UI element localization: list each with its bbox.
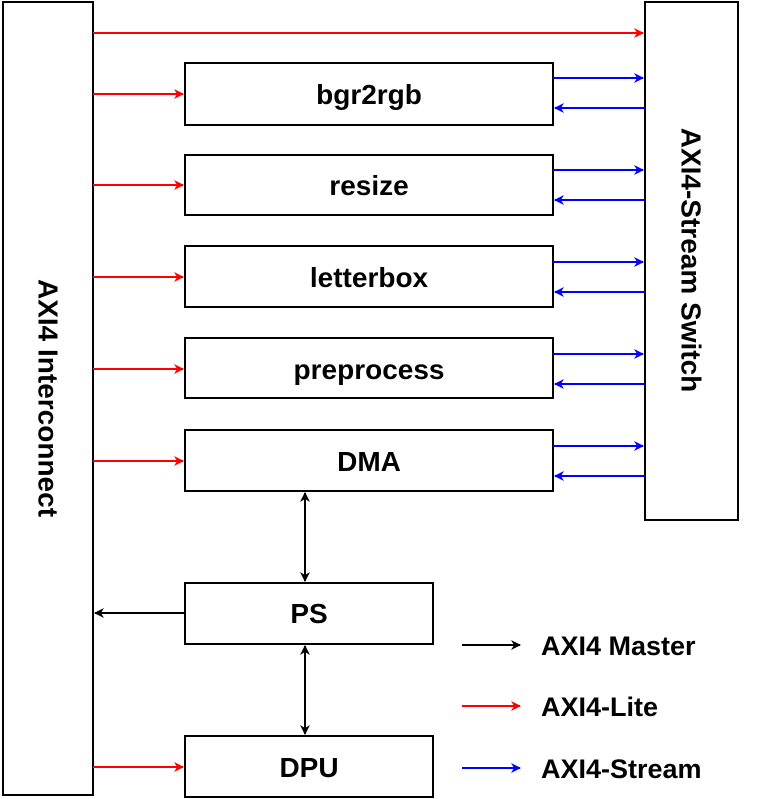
dpu-label: DPU xyxy=(279,752,338,783)
bgr2rgb-label: bgr2rgb xyxy=(316,79,422,110)
letterbox-box xyxy=(184,245,554,308)
legend-stream-label: AXI4-Stream xyxy=(541,754,702,784)
dpu-box xyxy=(184,735,434,798)
legend-lite-label: AXI4-Lite xyxy=(541,692,658,722)
bgr2rgb-box xyxy=(184,62,554,126)
axi4-master-arrows xyxy=(94,492,521,735)
axi4-lite-arrows xyxy=(93,28,644,772)
axi4-stream-arrows xyxy=(462,73,645,773)
letterbox-label: letterbox xyxy=(310,262,429,293)
axi4-stream-switch-box xyxy=(644,1,739,521)
preprocess-box xyxy=(184,337,554,399)
switch-label: AXI4-Stream Switch xyxy=(676,128,707,393)
preprocess-label: preprocess xyxy=(294,354,445,385)
axi4-interconnect-box xyxy=(2,1,94,796)
dma-box xyxy=(184,429,554,492)
legend-master-label: AXI4 Master xyxy=(541,631,696,661)
dma-label: DMA xyxy=(337,446,401,477)
interconnect-label: AXI4 Interconnect xyxy=(33,279,64,517)
resize-label: resize xyxy=(329,170,408,201)
ps-label: PS xyxy=(290,598,327,629)
resize-box xyxy=(184,154,554,216)
